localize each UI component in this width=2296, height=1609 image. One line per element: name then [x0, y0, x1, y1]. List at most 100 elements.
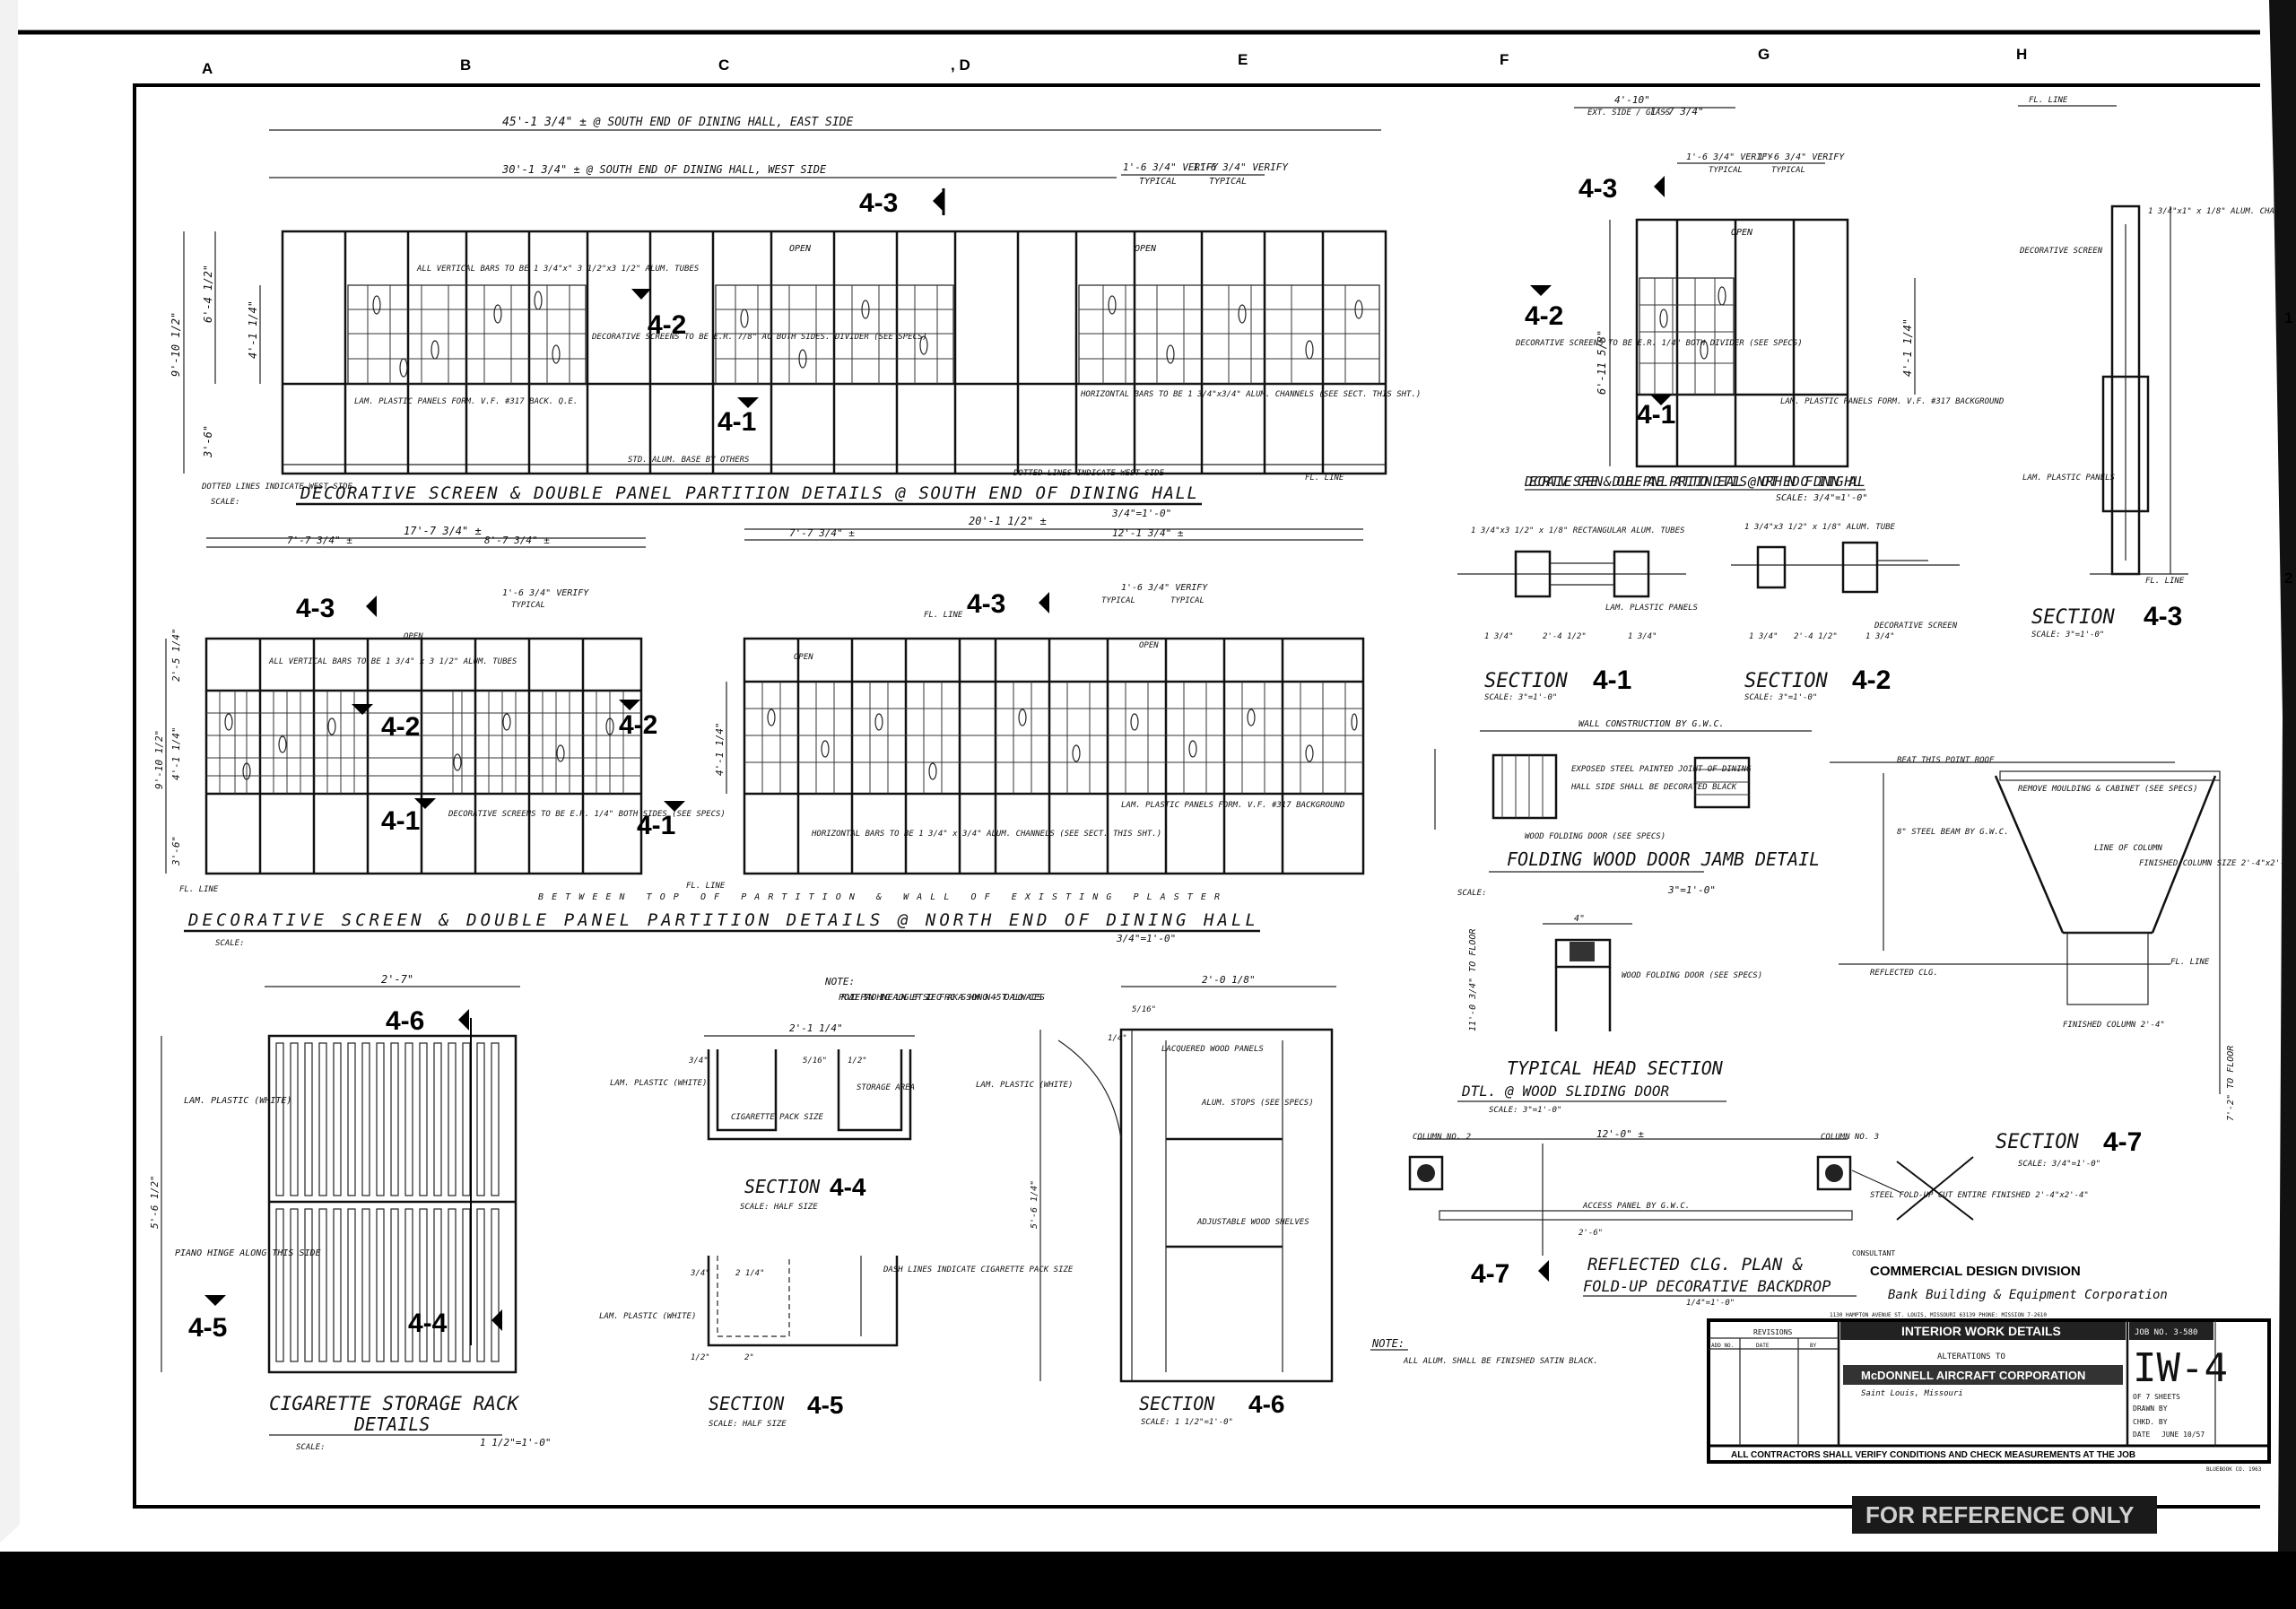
consultant-address: 1130 HAMPTON AVENUE ST. LOUIS, MISSOURI … — [1830, 1312, 2047, 1318]
cp-tag: 4-7 — [1471, 1259, 1509, 1289]
cp-note-3: 12'-0" ± — [1596, 1128, 1644, 1140]
reflected-ceiling-plan: COLUMN NO. 2 COLUMN NO. 3 12'-0" ± ACCES… — [1408, 1128, 2089, 1308]
note-south-5: OPEN — [789, 244, 812, 254]
fd-note-2: EXPOSED STEEL PAINTED JOINT OF DINING — [1571, 765, 1752, 774]
note-nr-1: DECORATIVE SCREENS TO BE E.R. 1/4" BOTH … — [1515, 339, 1803, 348]
consultant-division: COMMERCIAL DESIGN DIVISION — [1870, 1264, 2081, 1279]
note-north-7: OPEN — [1139, 641, 1159, 650]
sec41-tag: 4-1 — [1593, 665, 1631, 695]
grid-col-h: H — [2016, 46, 2027, 63]
s47-note-6: FL. LINE — [2170, 958, 2210, 967]
s46-n6: ADJUSTABLE WOOD SHELVES — [1196, 1218, 1309, 1227]
tag-south-4-1: 4-1 — [718, 407, 756, 437]
s45-n2: 2 1/4" — [735, 1269, 765, 1278]
dim-north-8: 12'-1 3/4" ± — [1112, 527, 1184, 539]
gn-text: ALL ALUM. SHALL BE FINISHED SATIN BLACK. — [1403, 1357, 1598, 1366]
height-north-4: 3'-6" — [170, 836, 182, 866]
height-south-4: 3'-6" — [202, 425, 214, 458]
sec42-scale: SCALE: 3"=1'-0" — [1744, 693, 1817, 702]
height-north-1: 2'-5 1/4" — [170, 628, 182, 682]
dim-north-9: 1'-6 3/4" VERIFY — [1121, 583, 1208, 593]
sec42-tag: 4-2 — [1852, 665, 1891, 695]
s44-n6: CIGARETTE PACK SIZE — [731, 1113, 824, 1122]
section-4-7: BEAT THIS POINT ROOF REMOVE MOULDING & C… — [1830, 756, 2294, 1169]
tb-printer: BLUEBOOK CO. 1963 — [2206, 1466, 2262, 1473]
height-south-1: 9'-10 1/2" — [170, 312, 182, 377]
note-south-3: LAM. PLASTIC PANELS FORM. V.F. #317 BACK… — [354, 397, 578, 406]
typical-1: TYPICAL — [1139, 177, 1177, 187]
dim-nr-7: TYPICAL — [1771, 166, 1805, 175]
grid-col-a: A — [202, 60, 213, 77]
s44-note-title: NOTE: — [824, 976, 855, 987]
grid-col-f: F — [1500, 51, 1509, 68]
sec43-note-1: FL. LINE — [2029, 96, 2068, 105]
s44-n5: LAM. PLASTIC (WHITE) — [610, 1079, 707, 1088]
cig-tag-4-5: 4-5 — [188, 1313, 227, 1343]
s46-scale: SCALE: 1 1/2"=1'-0" — [1141, 1418, 1233, 1427]
section-4-1: 1 3/4"x3 1/2" x 1/8" RECTANGULAR ALUM. T… — [1457, 526, 1699, 702]
fd-note-3: HALL SIDE SHALL BE DECORATED BLACK — [1570, 783, 1737, 792]
s46-tag: 4-6 — [1248, 1390, 1284, 1418]
s44-n2: 3/4" — [688, 1057, 709, 1065]
grid-col-c: C — [718, 57, 729, 74]
tb-rev-col-2: DATE — [1756, 1343, 1770, 1349]
height-north-3: 4'-1 1/4" — [170, 726, 182, 780]
tb-contractor-note: ALL CONTRACTORS SHALL VERIFY CONDITIONS … — [1731, 1450, 2135, 1460]
consultant-label: CONSULTANT — [1852, 1249, 1895, 1257]
sec41-scale: SCALE: 3"=1'-0" — [1484, 693, 1557, 702]
s46-n1: 2'-0 1/8" — [1202, 974, 1256, 986]
tag-north-4-2b: 4-2 — [619, 710, 657, 740]
scale-north: 3/4"=1'-0" — [1116, 933, 1176, 944]
note-north-5: OPEN — [404, 632, 423, 641]
note-south-2: DECORATIVE SCREENS TO BE E.R. 7/8" AC BO… — [591, 333, 927, 342]
note-north-2: DECORATIVE SCREENS TO BE E.R. 1/4" BOTH … — [448, 810, 726, 819]
note-north-8: FL. LINE — [179, 885, 219, 894]
note-north-11: BETWEEN TOP OF PARTITION & WALL OF EXIST… — [538, 892, 1220, 902]
s47-note-2: REMOVE MOULDING & CABINET (SEE SPECS) — [2018, 785, 2197, 794]
tb-drawn-by: DRAWN BY — [2133, 1405, 2168, 1413]
fd-title: FOLDING WOOD DOOR JAMB DETAIL — [1507, 848, 1820, 870]
sec41-note-1: 1 3/4"x3 1/2" x 1/8" RECTANGULAR ALUM. T… — [1471, 526, 1685, 535]
hs-subtitle: DTL. @ WOOD SLIDING DOOR — [1461, 1083, 1669, 1100]
tag-north-4-3a: 4-3 — [296, 594, 335, 623]
general-note: NOTE: ALL ALUM. SHALL BE FINISHED SATIN … — [1370, 1337, 1598, 1366]
title-north: DECORATIVE SCREEN & DOUBLE PANEL PARTITI… — [187, 910, 1256, 930]
s44-tag: 4-4 — [830, 1173, 866, 1201]
title-south: DECORATIVE SCREEN & DOUBLE PANEL PARTITI… — [300, 483, 1197, 503]
cigarette-rack: 2'-7" 5'-6 1/2" LAM. PLASTIC (WHITE) PIA… — [149, 973, 551, 1452]
grid-col-g: G — [1758, 46, 1770, 63]
decorative-screen-south-3 — [1078, 284, 1380, 385]
sec41-note-3: 1 3/4" — [1484, 632, 1514, 641]
note-north-9: FL. LINE — [686, 882, 726, 891]
s45-n1: 3/4" — [690, 1269, 710, 1278]
s44-label: SECTION — [744, 1176, 821, 1197]
height-nr-2: 4'-1 1/4" — [1901, 318, 1914, 377]
s47-note-3: 8" STEEL BEAM BY G.W.C. — [1897, 828, 2009, 837]
scale-label-north: SCALE: — [215, 939, 245, 948]
tb-rev-col-1: ADD NO. — [1711, 1343, 1734, 1349]
scale-label-south: SCALE: — [211, 498, 240, 507]
tag-south-4-3: 4-3 — [859, 188, 898, 218]
grid-row-1: 1 — [2284, 309, 2292, 326]
sec43-tag: 4-3 — [2144, 602, 2182, 631]
tb-rev-col-3: BY — [1810, 1343, 1817, 1349]
cp-note-5: STEEL FOLD-UP CUT ENTIRE FINISHED 2'-4"x… — [1870, 1191, 2089, 1200]
grid-col-b: B — [460, 57, 471, 74]
fd-note-4: WOOD FOLDING DOOR (SEE SPECS) — [1525, 832, 1665, 841]
tb-date: DATE — [2133, 1431, 2150, 1439]
section-4-4: NOTE: PROVIDE PIANO HINGE ALONG LEFT SID… — [610, 976, 1045, 1212]
elevation-south: 45'-1 3/4" ± @ SOUTH END OF DINING HALL,… — [170, 116, 1421, 519]
s44-n3: 1/2" — [848, 1057, 867, 1065]
sec43-scale: SCALE: 3"=1'-0" — [2031, 631, 2104, 639]
dim-north-10: TYPICAL — [1101, 596, 1135, 605]
grid-row-2: 2 — [2284, 570, 2292, 587]
dim-south-east: 45'-1 3/4" ± @ SOUTH END OF DINING HALL,… — [502, 116, 854, 129]
dim-north-4: 1'-6 3/4" VERIFY — [502, 588, 589, 598]
grid-col-d: , D — [951, 57, 970, 74]
s45-tag: 4-5 — [807, 1391, 843, 1419]
dim-nr-5: 1'-6 3/4" VERIFY — [1758, 152, 1845, 162]
sec42-note-3: 1 3/4" — [1749, 632, 1779, 641]
height-south-3: 4'-1 1/4" — [247, 300, 259, 359]
decorative-screen-south-1 — [347, 284, 587, 385]
